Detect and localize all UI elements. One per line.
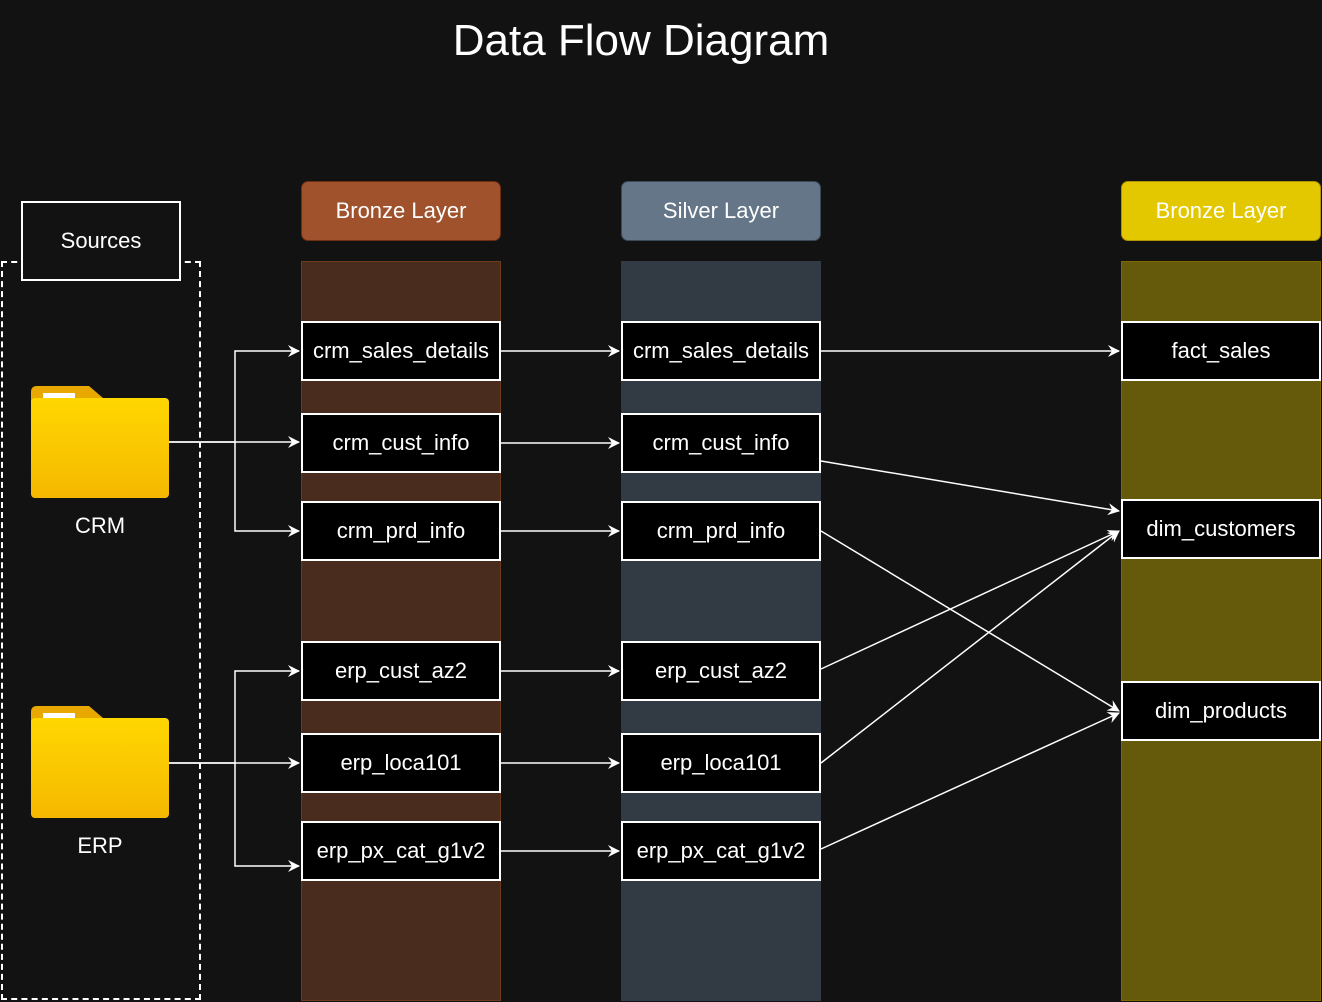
edge-silver-custaz2-to-dimcust [820, 530, 1120, 670]
bronze-node-erp-px-cat-g1v2[interactable]: erp_px_cat_g1v2 [301, 821, 501, 881]
crm-folder-icon[interactable] [31, 386, 169, 498]
silver-node-crm-cust-info[interactable]: crm_cust_info [621, 413, 821, 473]
gold-layer-header[interactable]: Bronze Layer [1121, 181, 1321, 241]
diagram-title: Data Flow Diagram [452, 16, 830, 65]
silver-node-crm-sales-details[interactable]: crm_sales_details [621, 321, 821, 381]
edge-crm-to-bronze-prd [234, 442, 300, 537]
silver-node-erp-cust-az2[interactable]: erp_cust_az2 [621, 641, 821, 701]
bronze-node-crm-prd-info[interactable]: crm_prd_info [301, 501, 501, 561]
silver-node-crm-prd-info[interactable]: crm_prd_info [621, 501, 821, 561]
edge-silver-prd-to-dimprod [820, 530, 1120, 712]
edge-erp-to-bronze-custaz2 [169, 665, 300, 764]
bronze-node-crm-cust-info[interactable]: crm_cust_info [301, 413, 501, 473]
silver-node-erp-px-cat-g1v2[interactable]: erp_px_cat_g1v2 [621, 821, 821, 881]
edge-silver-cust-to-dimcust [820, 460, 1120, 516]
erp-folder-icon[interactable] [31, 706, 169, 818]
edge-silver-pxcat-to-dimprod [820, 712, 1120, 850]
crm-source-label: CRM [74, 513, 126, 538]
bronze-node-crm-sales-details[interactable]: crm_sales_details [301, 321, 501, 381]
sources-label[interactable]: Sources [21, 201, 181, 281]
bronze-layer-header[interactable]: Bronze Layer [301, 181, 501, 241]
edge-crm-to-bronze-sales [169, 345, 300, 443]
edge-erp-to-bronze-pxcat [234, 763, 300, 872]
silver-layer-header[interactable]: Silver Layer [621, 181, 821, 241]
gold-node-dim-products[interactable]: dim_products [1121, 681, 1321, 741]
edge-silver-loca-to-dimcust [820, 530, 1120, 764]
gold-node-dim-customers[interactable]: dim_customers [1121, 499, 1321, 559]
silver-node-erp-loca101[interactable]: erp_loca101 [621, 733, 821, 793]
gold-node-fact-sales[interactable]: fact_sales [1121, 321, 1321, 381]
bronze-node-erp-cust-az2[interactable]: erp_cust_az2 [301, 641, 501, 701]
erp-source-label: ERP [77, 833, 123, 858]
gold-lane [1121, 261, 1321, 1001]
bronze-node-erp-loca101[interactable]: erp_loca101 [301, 733, 501, 793]
